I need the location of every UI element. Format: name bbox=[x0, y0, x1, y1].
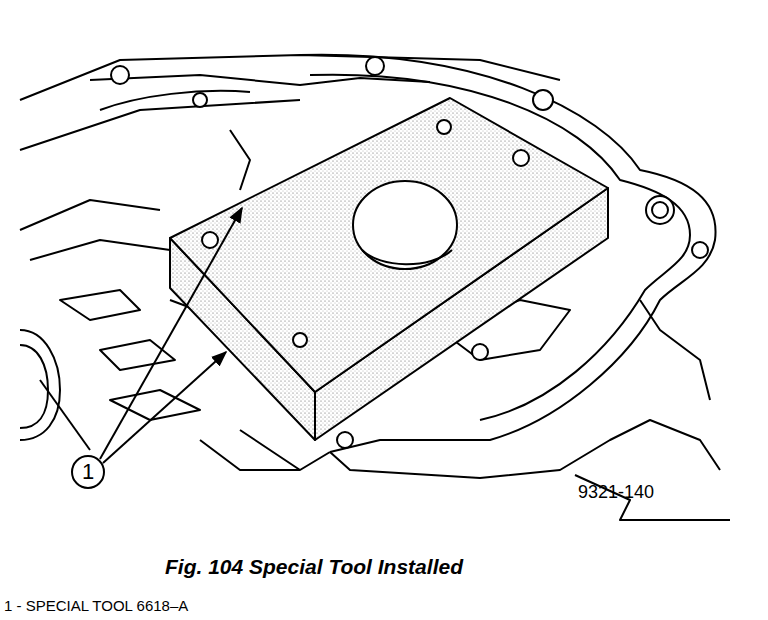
figure-caption: Fig. 104 Special Tool Installed bbox=[165, 555, 463, 579]
leader-line bbox=[100, 208, 242, 463]
figure-number: 9321-140 bbox=[578, 482, 654, 503]
special-tool-block bbox=[170, 98, 608, 440]
housing bbox=[20, 55, 730, 520]
legend-note: 1 - SPECIAL TOOL 6618–A bbox=[4, 597, 188, 614]
bolt-holes bbox=[111, 57, 708, 448]
callout-number: 1 bbox=[82, 459, 94, 485]
callout-circle: 1 bbox=[71, 455, 105, 489]
